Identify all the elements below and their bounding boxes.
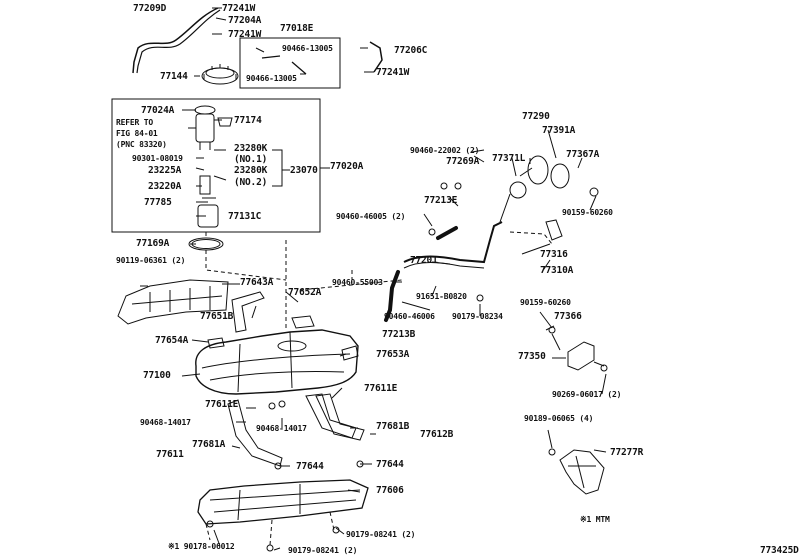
label-77606[interactable]: 77606 <box>376 485 404 496</box>
label-77020A[interactable]: 77020A <box>330 161 364 172</box>
label-77018E[interactable]: 77018E <box>280 23 314 34</box>
bracket-23070 <box>272 149 290 187</box>
label-77366[interactable]: 77366 <box>554 311 582 322</box>
label-77367A[interactable]: 77367A <box>566 149 600 160</box>
pad-77653A <box>341 345 359 361</box>
label-77290[interactable]: 77290 <box>522 111 550 122</box>
label-77654A[interactable]: 77654A <box>155 335 189 346</box>
assembly-box-77018E <box>239 37 341 89</box>
label-77241W-1[interactable]: 77241W <box>222 3 256 14</box>
label-90269-06017[interactable]: 90269-06017 (2) <box>552 390 622 399</box>
label-77681B[interactable]: 77681B <box>376 421 410 432</box>
label-77644-a[interactable]: 77644 <box>296 461 324 472</box>
fuel-tank-77100 <box>195 329 359 395</box>
label-77277R[interactable]: 77277R <box>610 447 644 458</box>
label-23280K-1[interactable]: 23280K <box>234 143 268 154</box>
label-23070[interactable]: 23070 <box>290 165 318 176</box>
strap-77611E-right <box>305 393 357 439</box>
label-77350[interactable]: 77350 <box>518 351 546 362</box>
label-77201[interactable]: 77201 <box>410 255 438 266</box>
fuel-pump-23220A <box>199 175 211 195</box>
label-90189-06065[interactable]: 90189-06065 (4) <box>524 414 594 423</box>
label-90468-14017-b[interactable]: 90468-14017 <box>256 424 307 433</box>
fuel-line-77209D-b <box>136 9 221 74</box>
label-77213B[interactable]: 77213B <box>382 329 416 340</box>
label-77651B[interactable]: 77651B <box>200 311 234 322</box>
hose-77213B <box>384 270 400 322</box>
label-90179-08241-a[interactable]: 90179-08241 (2) <box>346 530 416 539</box>
assembly-box-77020A <box>111 98 321 233</box>
strap-77612B <box>315 393 365 441</box>
label-77611[interactable]: 77611 <box>156 449 184 460</box>
filler-pipe-77201 <box>403 221 503 264</box>
filler-neck-77290 <box>527 155 549 185</box>
refer-line-1: REFER TO <box>116 118 153 127</box>
label-77643A[interactable]: 77643A <box>240 277 274 288</box>
pad-77652A <box>291 315 315 329</box>
label-90301-08019[interactable]: 90301-08019 <box>132 154 183 163</box>
label-77213E[interactable]: 77213E <box>424 195 458 206</box>
label-77144[interactable]: 77144 <box>160 71 188 82</box>
label-90460-55003[interactable]: 90460-55003 <box>332 278 383 287</box>
bracket-77277R <box>559 449 605 495</box>
label-90119-06361[interactable]: 90119-06361 (2) <box>116 256 186 265</box>
label-no1: (NO.1) <box>234 154 268 165</box>
refer-line-3: (PNC 83320) <box>116 140 167 149</box>
insulator-77651B <box>231 291 265 333</box>
label-77611E-left[interactable]: 77611E <box>205 399 239 410</box>
label-90460-22002[interactable]: 90460-22002 (2) <box>410 146 480 155</box>
label-77652A[interactable]: 77652A <box>288 287 322 298</box>
label-77681A[interactable]: 77681A <box>192 439 226 450</box>
label-90460-46005[interactable]: 90460-46005 (2) <box>336 212 406 221</box>
label-77169A[interactable]: 77169A <box>136 238 170 249</box>
label-77785[interactable]: 77785 <box>144 197 172 208</box>
label-90460-46006[interactable]: 90460-46006 <box>384 312 435 321</box>
label-77612B[interactable]: 77612B <box>420 429 454 440</box>
refer-line-2: FIG 84-01 <box>116 129 158 138</box>
label-77204A[interactable]: 77204A <box>228 15 262 26</box>
label-77206C[interactable]: 77206C <box>394 45 428 56</box>
label-91651-B0820[interactable]: 91651-B0820 <box>416 292 467 301</box>
label-23225A[interactable]: 23225A <box>148 165 182 176</box>
strap-77611E-left <box>227 399 283 467</box>
label-90466-13005-a[interactable]: 90466-13005 <box>282 44 333 53</box>
footnote: ※1 MTM <box>580 515 610 524</box>
label-77269A[interactable]: 77269A <box>446 156 480 167</box>
pump-bracket-77024A <box>195 113 215 143</box>
label-90159-60260-a[interactable]: 90159-60260 <box>562 208 613 217</box>
protector-77643A <box>117 279 229 325</box>
label-77241W-3[interactable]: 77241W <box>376 67 410 78</box>
label-77131C[interactable]: 77131C <box>228 211 262 222</box>
fuel-line-77206C <box>369 41 383 73</box>
label-77611E-right[interactable]: 77611E <box>364 383 398 394</box>
label-77653A[interactable]: 77653A <box>376 349 410 360</box>
label-77174[interactable]: 77174 <box>234 115 262 126</box>
diagram-id: 773425D <box>760 545 799 556</box>
label-77100[interactable]: 77100 <box>143 370 171 381</box>
label-23220A[interactable]: 23220A <box>148 181 182 192</box>
protector-77606 <box>197 479 369 525</box>
label-77024A[interactable]: 77024A <box>141 105 175 116</box>
label-77241W-2[interactable]: 77241W <box>228 29 262 40</box>
fuel-line-77209D <box>132 7 219 74</box>
label-77391A[interactable]: 77391A <box>542 125 576 136</box>
label-90159-60260-b[interactable]: 90159-60260 <box>520 298 571 307</box>
label-90468-14017-a[interactable]: 90468-14017 <box>140 418 191 427</box>
label-90178-06012[interactable]: ※1 90178-06012 <box>168 542 235 551</box>
clip-77174 <box>217 117 233 127</box>
label-77310A[interactable]: 77310A <box>540 265 574 276</box>
label-90179-08241-b[interactable]: 90179-08241 (2) <box>288 546 358 555</box>
hose-90466 <box>261 55 307 75</box>
label-77209D[interactable]: 77209D <box>133 3 167 14</box>
label-no2: (NO.2) <box>234 177 268 188</box>
label-77644-b[interactable]: 77644 <box>376 459 404 470</box>
hose-77213E <box>436 226 458 240</box>
label-90179-08234[interactable]: 90179-08234 <box>452 312 503 321</box>
fuel-lid-77350 <box>567 341 595 371</box>
label-90466-13005-b[interactable]: 90466-13005 <box>246 74 297 83</box>
label-77371L[interactable]: 77371L <box>492 153 526 164</box>
label-23280K-2[interactable]: 23280K <box>234 165 268 176</box>
label-77316[interactable]: 77316 <box>540 249 568 260</box>
